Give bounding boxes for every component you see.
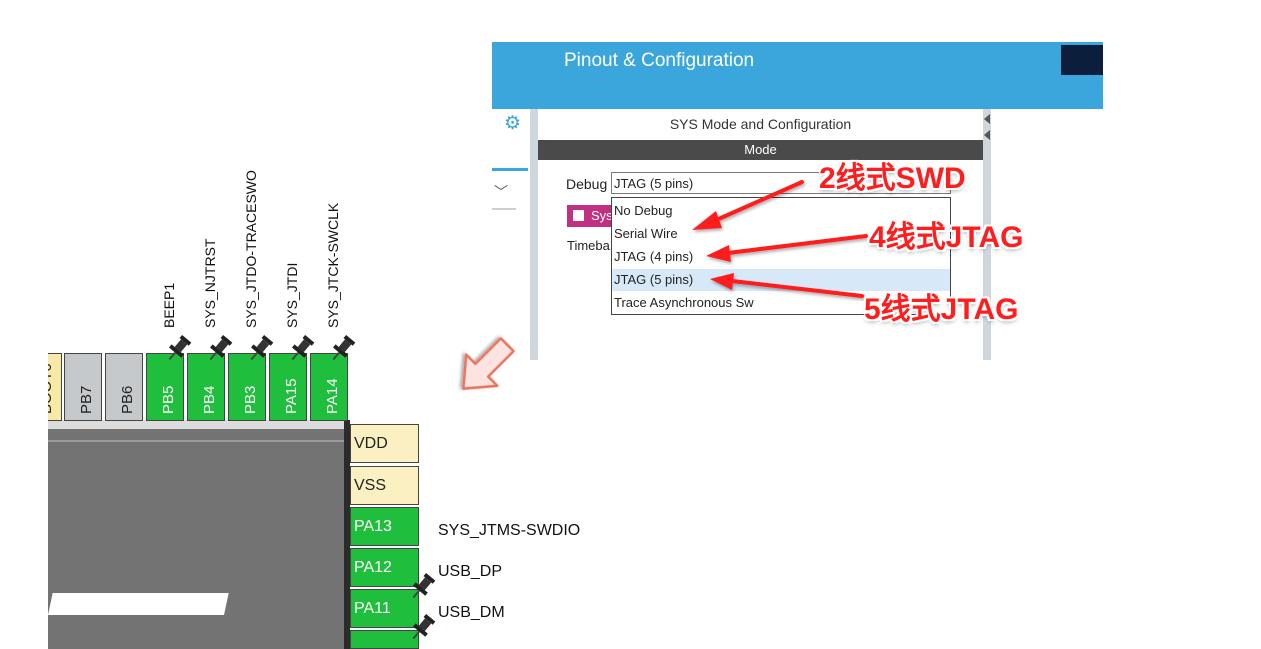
- pin-pa11[interactable]: PA11: [350, 589, 419, 628]
- sys-mode-title: SYS Mode and Configuration: [669, 116, 852, 132]
- pin-label: PB7: [78, 385, 95, 414]
- pushpin-icon: [412, 613, 436, 640]
- pushpin-icon: [168, 334, 192, 361]
- pin-pa12[interactable]: PA12: [350, 548, 419, 587]
- signal-label: SYS_JTMS-SWDIO: [438, 522, 581, 539]
- page-title: Pinout & Configuration: [564, 50, 755, 71]
- pushpin-icon: [291, 334, 315, 361]
- pin-vdd[interactable]: VDD: [350, 424, 419, 463]
- pin-pa13[interactable]: PA13: [350, 507, 419, 546]
- annotation-swd: 2线式SWD: [819, 162, 966, 195]
- sys-checkbox[interactable]: Sys: [567, 205, 613, 227]
- pushpin-icon: [209, 334, 233, 361]
- chip-right-edge: [344, 420, 350, 649]
- annotation-jtag4: 4线式JTAG: [869, 221, 1024, 254]
- mode-section-bar[interactable]: Mode: [538, 140, 983, 160]
- timebase-label: Timeba: [567, 238, 610, 253]
- config-header: Pinout & Configuration: [492, 42, 1103, 109]
- pushpin-icon: [250, 334, 274, 361]
- dropdown-option[interactable]: Serial Wire: [614, 226, 678, 241]
- annotation-jtag5: 5线式JTAG: [864, 293, 1019, 326]
- pin-vss[interactable]: VSS: [350, 466, 419, 505]
- pin-pb7[interactable]: PB7: [64, 353, 102, 421]
- debug-label: Debug: [566, 176, 608, 192]
- checkbox-box[interactable]: [573, 210, 584, 221]
- chip-bevel: [48, 440, 348, 442]
- active-tab-indicator: [492, 168, 528, 171]
- pin-pb4[interactable]: PB4: [187, 353, 225, 421]
- dropdown-option[interactable]: No Debug: [614, 203, 673, 218]
- chip-top-edge: [48, 420, 348, 429]
- pin-pb3[interactable]: PB3: [228, 353, 266, 421]
- pin-label: PB4: [201, 385, 218, 414]
- header-tab-block[interactable]: [1061, 45, 1103, 75]
- crop-mask: [0, 340, 48, 430]
- sys-checkbox-label: Sys: [591, 208, 613, 223]
- category-strip: [492, 109, 530, 360]
- signal-label: SYS_JTDI: [284, 262, 300, 328]
- sys-config-panel: Pinout & Configuration ⚙ ﹀ SYS Mode and …: [492, 42, 1103, 360]
- collapse-left-icon-2[interactable]: [984, 130, 990, 140]
- signal-label: SYS_NJTRST: [202, 238, 218, 328]
- signal-label: SYS_JTDO-TRACESWO: [243, 170, 259, 328]
- pin-label: PA15: [283, 378, 300, 414]
- signal-label: USB_DP: [438, 563, 503, 580]
- collapse-left-icon[interactable]: [984, 114, 990, 124]
- signal-label: USB_DM: [438, 604, 505, 621]
- category-divider: [492, 208, 516, 210]
- signal-label: SYS_JTCK-SWCLK: [325, 202, 341, 328]
- chip-highlight: [48, 593, 229, 615]
- pin-pb5[interactable]: PB5: [146, 353, 184, 421]
- gear-icon[interactable]: ⚙: [504, 113, 522, 134]
- signal-label: BEEP1: [161, 282, 177, 328]
- pushpin-icon: [412, 572, 436, 599]
- panel-scrollbar[interactable]: [983, 109, 991, 360]
- pin-pb6[interactable]: PB6: [105, 353, 143, 421]
- pin-label: PB6: [119, 385, 136, 414]
- pin-label: PA14: [324, 378, 341, 414]
- pin-label: PB3: [242, 385, 259, 414]
- pin-label: PB5: [160, 385, 177, 414]
- chevron-down-icon[interactable]: ﹀: [494, 184, 508, 200]
- dropdown-option[interactable]: Trace Asynchronous Sw: [614, 295, 754, 310]
- dropdown-option[interactable]: JTAG (4 pins): [614, 249, 694, 264]
- pushpin-icon: [332, 334, 356, 361]
- pin-pa14[interactable]: PA14: [310, 353, 348, 421]
- pin-pa15[interactable]: PA15: [269, 353, 307, 421]
- panel-splitter[interactable]: [530, 109, 538, 360]
